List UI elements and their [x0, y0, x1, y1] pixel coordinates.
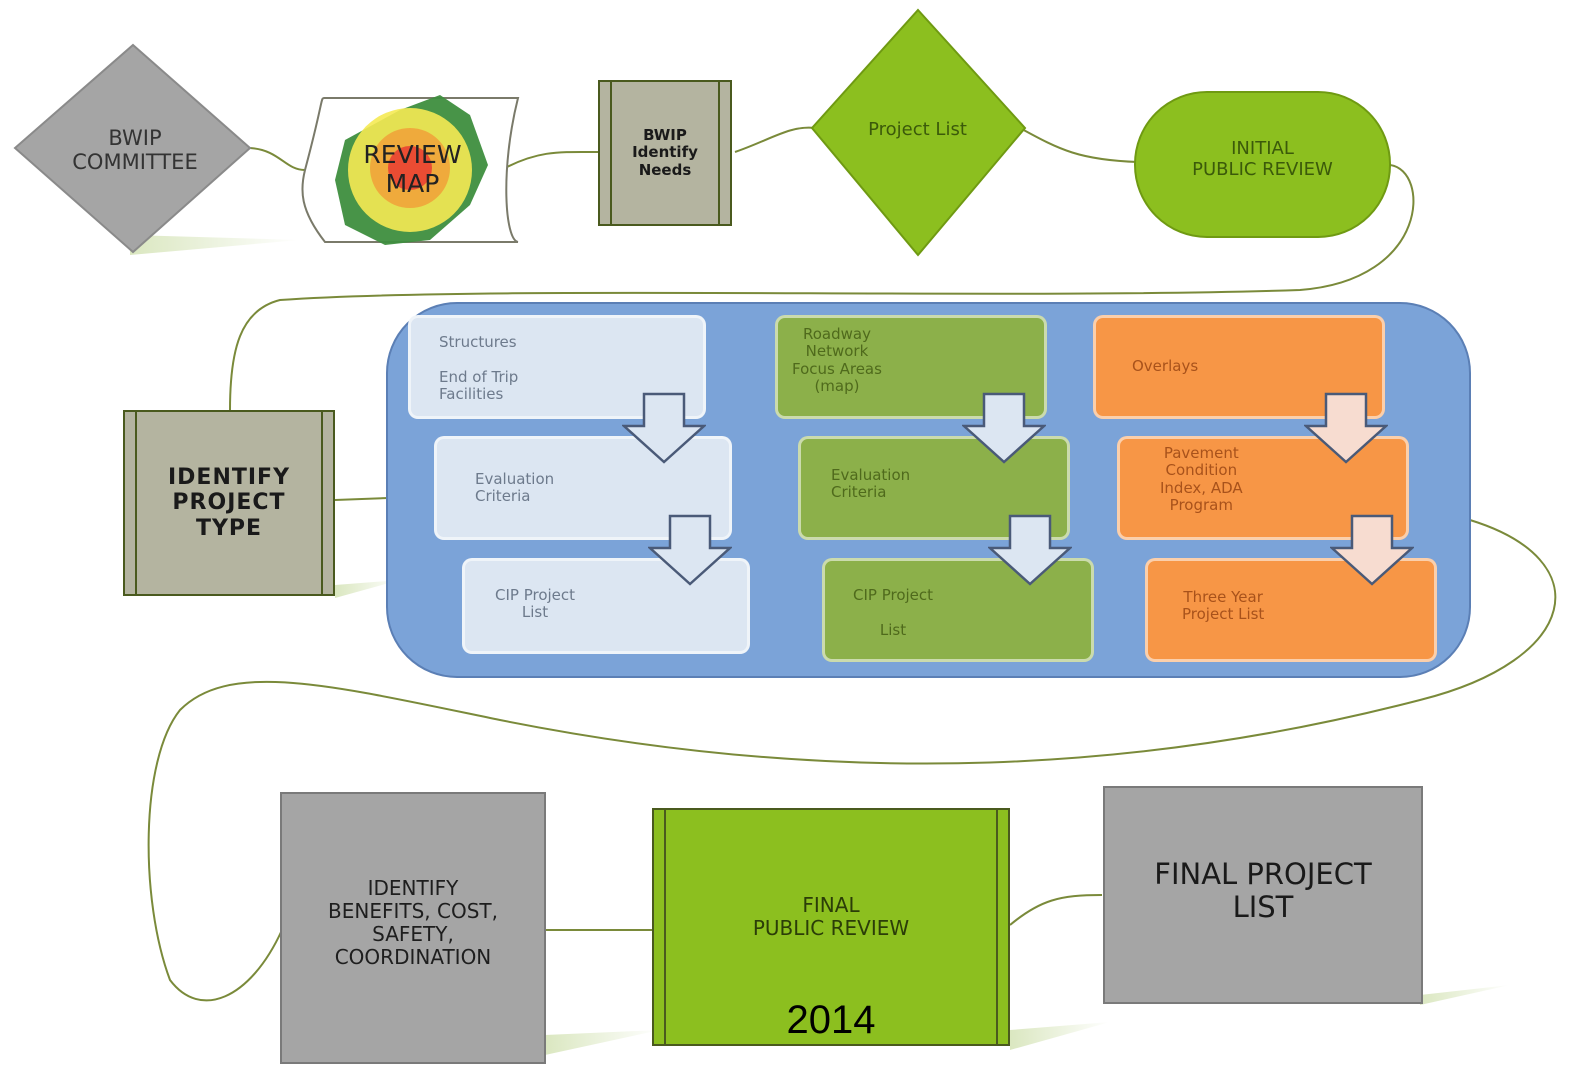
- identify-project-type-node[interactable]: IDENTIFY PROJECT TYPE: [123, 410, 335, 596]
- down-arrow-icon: [648, 514, 732, 586]
- review-map-node[interactable]: REVIEW MAP: [330, 115, 495, 225]
- overlays-pavement-label: Pavement Condition Index, ADA Program: [1160, 444, 1243, 514]
- bwip-identify-needs-node[interactable]: BWIP Identify Needs: [598, 80, 732, 226]
- initial-public-review-label: INITIAL PUBLIC REVIEW: [1192, 138, 1333, 180]
- roadway-label: Roadway Network Focus Areas (map): [792, 325, 882, 395]
- roadway-card[interactable]: Roadway Network Focus Areas (map): [775, 315, 1047, 419]
- down-arrow-icon: [988, 514, 1072, 586]
- connector-final-list: [1009, 894, 1103, 926]
- structures-evaluation-label: Evaluation Criteria: [475, 470, 555, 506]
- final-project-list-label: FINAL PROJECT LIST: [1154, 857, 1372, 925]
- bwip-committee-node[interactable]: BWIP COMMITTEE: [35, 95, 235, 205]
- roadway-cip-label: CIP Project List: [853, 586, 934, 639]
- initial-public-review-node[interactable]: INITIAL PUBLIC REVIEW: [1140, 120, 1385, 200]
- roadway-evaluation-label: Evaluation Criteria: [831, 466, 911, 502]
- overlays-three-year-card[interactable]: Three Year Project List: [1145, 558, 1437, 662]
- connector-list-review: [1019, 127, 1139, 163]
- connector-type-panel: [334, 497, 389, 501]
- bwip-identify-needs-label: BWIP Identify Needs: [632, 126, 698, 179]
- roadway-cip-card[interactable]: CIP Project List: [822, 558, 1094, 662]
- initial-public-review-shape: [1134, 91, 1391, 238]
- connector-review-type: [229, 164, 1415, 411]
- final-public-review-label: FINAL PUBLIC REVIEW: [752, 893, 910, 940]
- map-graphic: [335, 95, 488, 245]
- project-list-node[interactable]: Project List: [835, 100, 1000, 160]
- connector-needs-list: [734, 126, 816, 153]
- connector-panel-benefits: [147, 519, 1557, 1002]
- final-year-label: 2014: [786, 998, 876, 1042]
- project-list-diamond: [810, 8, 1027, 257]
- overlays-three-year-label: Three Year Project List: [1182, 588, 1265, 624]
- final-project-list-node[interactable]: FINAL PROJECT LIST: [1103, 786, 1423, 1004]
- bwip-committee-diamond: [13, 43, 252, 254]
- down-arrow-icon: [622, 392, 706, 464]
- connector-committee-map: [249, 147, 306, 171]
- bwip-committee-label: BWIP COMMITTEE: [72, 125, 198, 174]
- structures-label: Structures End of Trip Facilities: [439, 333, 519, 403]
- project-list-label: Project List: [868, 118, 967, 140]
- final-public-review-node[interactable]: FINAL PUBLIC REVIEW 2014: [652, 808, 1010, 1046]
- identify-project-type-label: IDENTIFY PROJECT TYPE: [167, 465, 291, 541]
- identify-benefits-label: IDENTIFY BENEFITS, COST, SAFETY, COORDIN…: [328, 876, 498, 969]
- identify-benefits-node[interactable]: IDENTIFY BENEFITS, COST, SAFETY, COORDIN…: [280, 792, 546, 1064]
- connector-map-needs: [504, 150, 601, 169]
- down-arrow-icon: [962, 392, 1046, 464]
- overlays-label: Overlays: [1132, 357, 1199, 375]
- review-map-label: REVIEW MAP: [363, 140, 462, 198]
- down-arrow-icon: [1330, 514, 1414, 586]
- structures-cip-label: CIP Project List: [495, 586, 576, 622]
- down-arrow-icon: [1304, 392, 1388, 464]
